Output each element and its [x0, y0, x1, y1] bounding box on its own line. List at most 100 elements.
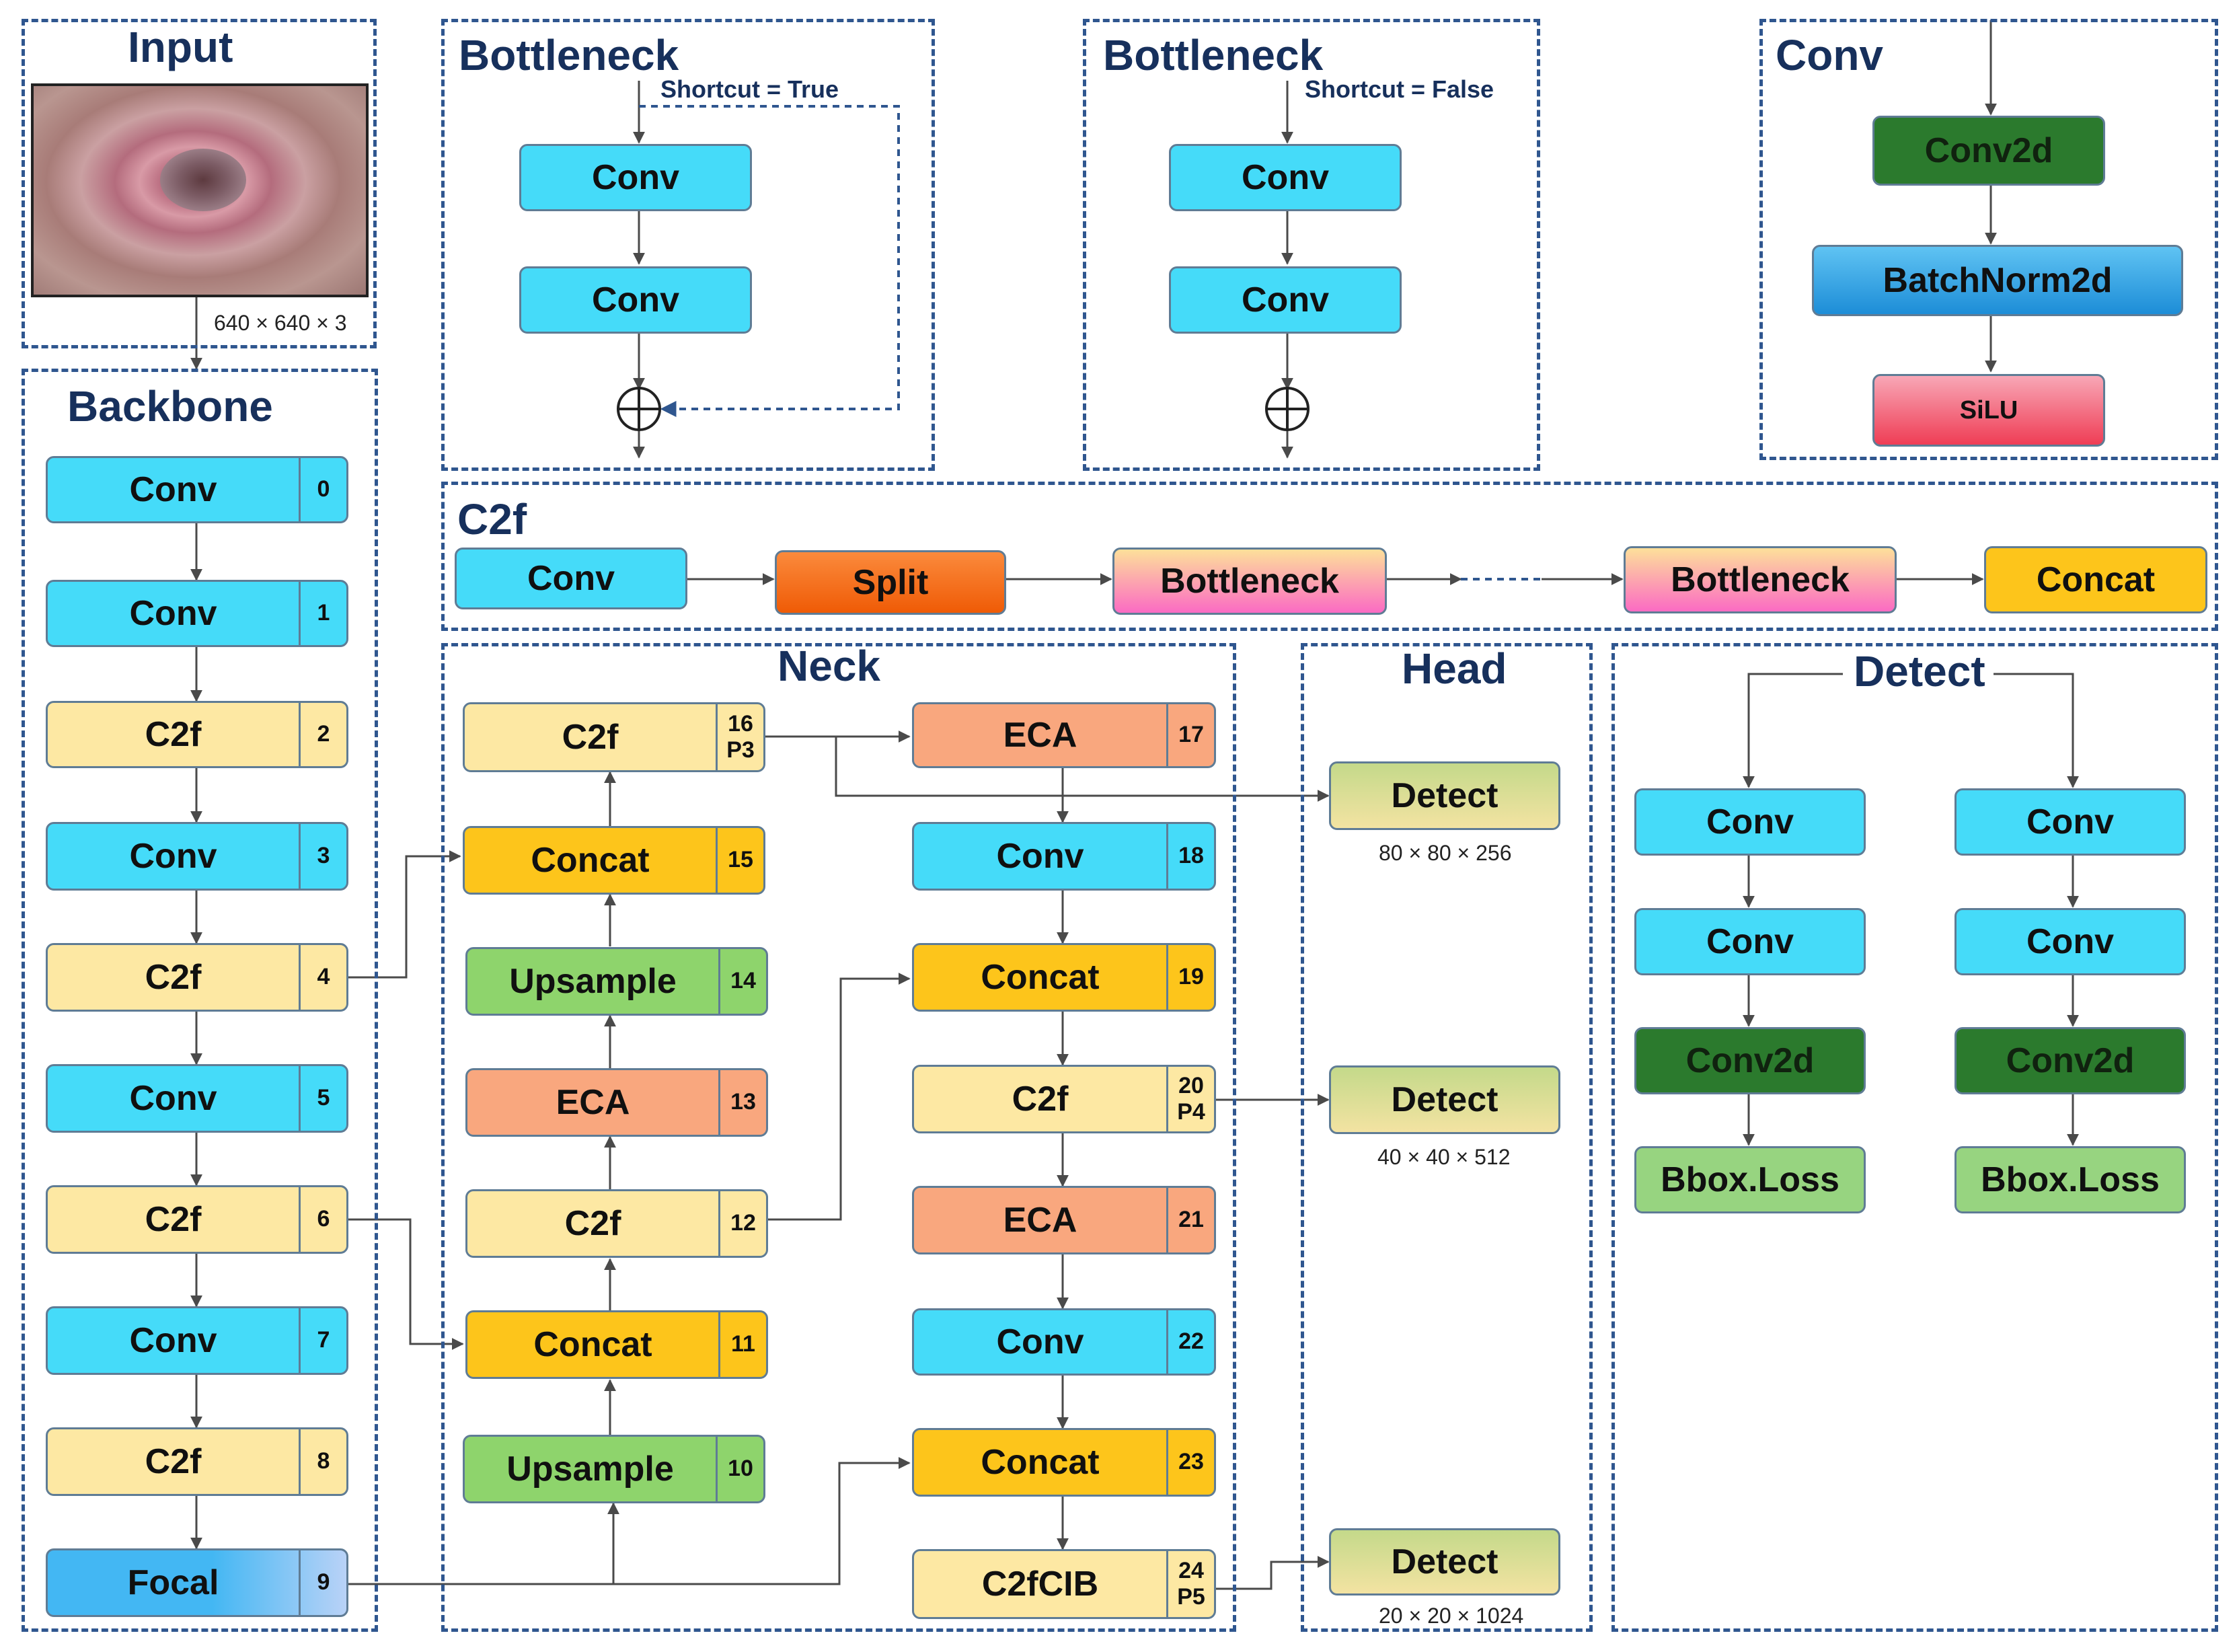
detect-right-conv-2[interactable]: Conv	[1955, 908, 2186, 975]
head-detect-p4[interactable]: Detect	[1329, 1065, 1560, 1134]
neck-layer-11[interactable]: Concat 11	[465, 1310, 768, 1379]
layer-label: Conv	[1706, 922, 1794, 961]
layer-index: 4	[299, 945, 346, 1010]
neck-layer-15[interactable]: Concat 15	[463, 826, 765, 895]
c2f-def-split[interactable]: Split	[775, 550, 1006, 615]
layer-label: BatchNorm2d	[1883, 261, 2113, 300]
layer-index: 1	[299, 582, 346, 645]
layer-label: SiLU	[1959, 396, 2018, 424]
layer-index: 19	[1166, 945, 1214, 1010]
bottleneck-true-panel	[441, 19, 935, 471]
neck-layer-13[interactable]: ECA 13	[465, 1068, 768, 1137]
input-panel-title: Input	[128, 23, 233, 71]
layer-index: 0	[299, 458, 346, 521]
layer-index-number: 24	[1178, 1557, 1204, 1583]
neck-layer-12[interactable]: C2f 12	[465, 1189, 768, 1258]
detect-left-conv-1[interactable]: Conv	[1634, 788, 1866, 856]
head-detect-p3-dims: 80 × 80 × 256	[1379, 841, 1512, 865]
layer-index: 21	[1166, 1188, 1214, 1252]
neck-layer-19[interactable]: Concat 19	[912, 943, 1216, 1012]
layer-label: Conv	[2026, 922, 2114, 961]
layer-label: Conv	[129, 1079, 217, 1118]
neck-layer-17[interactable]: ECA 17	[912, 702, 1216, 768]
layer-label: Conv	[1242, 280, 1329, 320]
c2f-def-bottleneck-2[interactable]: Bottleneck	[1624, 546, 1897, 613]
layer-index: 17	[1166, 704, 1214, 766]
head-detect-p4-dims: 40 × 40 × 512	[1377, 1145, 1511, 1169]
layer-label: Conv	[592, 158, 679, 197]
shortcut-true-label: Shortcut = True	[660, 75, 839, 103]
layer-label: ECA	[1003, 716, 1077, 755]
layer-label: Upsample	[506, 1450, 674, 1489]
layer-index-scale: P4	[1177, 1099, 1205, 1125]
conv-def-batchnorm2d[interactable]: BatchNorm2d	[1812, 245, 2183, 316]
layer-label: Upsample	[509, 962, 677, 1001]
layer-index: 7	[299, 1308, 346, 1373]
detect-right-conv-1[interactable]: Conv	[1955, 788, 2186, 856]
layer-index-scale: P3	[726, 737, 755, 763]
detect-definition-title: Detect	[1846, 650, 1994, 693]
c2f-def-concat[interactable]: Concat	[1984, 546, 2207, 613]
layer-index: 12	[718, 1191, 766, 1256]
layer-label: Concat	[2036, 560, 2156, 599]
conv-def-silu[interactable]: SiLU	[1872, 374, 2105, 447]
conv-definition-title: Conv	[1776, 31, 1883, 79]
c2f-def-conv[interactable]: Conv	[455, 548, 687, 609]
bottleneck-false-conv-2[interactable]: Conv	[1169, 266, 1402, 334]
layer-label: Detect	[1391, 1080, 1498, 1119]
conv-def-conv2d[interactable]: Conv2d	[1872, 116, 2105, 186]
backbone-panel-title: Backbone	[67, 382, 273, 430]
head-detect-p5[interactable]: Detect	[1329, 1528, 1560, 1595]
head-detect-p3[interactable]: Detect	[1329, 761, 1560, 830]
bottleneck-true-conv-1[interactable]: Conv	[519, 144, 752, 211]
bottleneck-false-title: Bottleneck	[1103, 31, 1324, 79]
detect-left-conv2d[interactable]: Conv2d	[1634, 1027, 1866, 1094]
layer-index: 15	[716, 828, 763, 893]
bottleneck-false-conv-1[interactable]: Conv	[1169, 144, 1402, 211]
layer-label: C2f	[145, 715, 202, 754]
layer-label: Concat	[531, 841, 650, 880]
layer-label: Split	[852, 563, 929, 602]
layer-index: 22	[1166, 1310, 1214, 1374]
c2f-def-bottleneck-1[interactable]: Bottleneck	[1112, 548, 1387, 615]
layer-label: ECA	[556, 1083, 630, 1122]
layer-label: Conv2d	[2006, 1041, 2135, 1080]
layer-label: C2f	[564, 1204, 621, 1243]
layer-label: C2f	[562, 718, 619, 757]
add-circle-icon	[617, 387, 661, 431]
layer-index: 11	[718, 1312, 766, 1377]
layer-label: Bbox.Loss	[1981, 1160, 2160, 1199]
bottleneck-true-conv-2[interactable]: Conv	[519, 266, 752, 334]
layer-label: Concat	[981, 1443, 1100, 1482]
layer-label: Concat	[981, 958, 1100, 997]
layer-index: 13	[718, 1070, 766, 1135]
detect-left-bbox-loss[interactable]: Bbox.Loss	[1634, 1146, 1866, 1213]
input-dims: 640 × 640 × 3	[214, 311, 347, 335]
layer-label: Concat	[533, 1325, 652, 1364]
detect-left-conv-2[interactable]: Conv	[1634, 908, 1866, 975]
detect-right-conv2d[interactable]: Conv2d	[1955, 1027, 2186, 1094]
detect-right-bbox-loss[interactable]: Bbox.Loss	[1955, 1146, 2186, 1213]
